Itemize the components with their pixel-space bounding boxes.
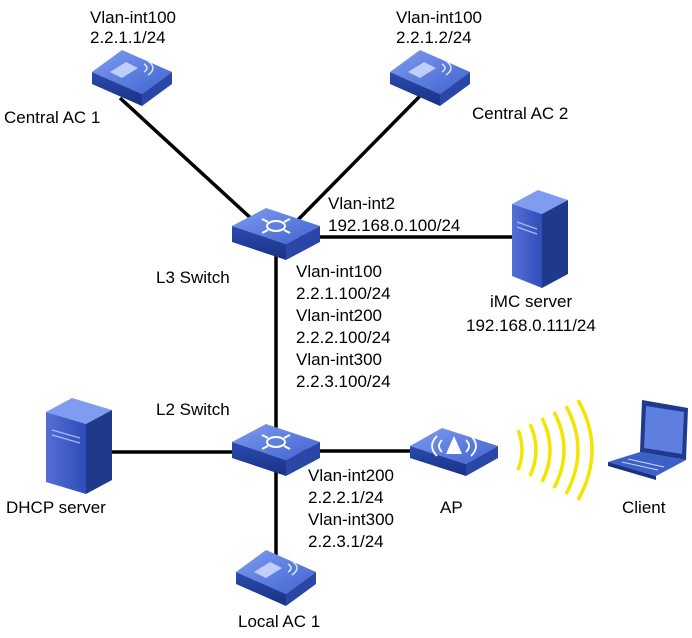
l3-switch-ip1: 2.2.1.100/24 [296,284,391,303]
wifi-waves-icon [516,399,594,501]
imc-server-ip: 192.168.0.111/24 [466,316,596,335]
central-ac2-name: Central AC 2 [472,104,569,123]
ap-icon [410,428,498,476]
local-ac1-iface1: Vlan-int200 [308,466,395,485]
link-ac2-l3switch [282,94,422,236]
local-ac1-iface2: Vlan-int300 [308,510,395,529]
l3-switch-icon [232,208,320,260]
l3-switch-ip3: 2.2.3.100/24 [296,372,391,391]
l3-switch-name: L3 Switch [156,268,230,287]
imc-server-name: iMC server [490,292,573,311]
l3-switch-iface1: Vlan-int100 [296,262,383,281]
dhcp-server-name: DHCP server [6,498,106,517]
central-ac1-iface: Vlan-int100 [90,8,177,27]
l2-switch-name: L2 Switch [156,400,230,419]
l3-switch-ip2: 2.2.2.100/24 [296,328,391,347]
local-ac1-name: Local AC 1 [238,612,321,631]
l3-switch-iface3: Vlan-int300 [296,350,383,369]
central-ac2-iface: Vlan-int100 [396,8,483,27]
imc-server-icon [512,190,568,288]
dhcp-server-icon [46,398,112,494]
l3-switch-iface2: Vlan-int200 [296,306,383,325]
l3-switch-ip-up: 192.168.0.100/24 [328,216,461,235]
central-ac2-ip: 2.2.1.2/24 [396,28,472,47]
central-ac1-icon [92,50,172,106]
laptop-icon [608,400,688,480]
local-ac1-icon [236,550,316,606]
local-ac1-ip2: 2.2.3.1/24 [308,532,384,551]
l3-switch-iface-up: Vlan-int2 [328,194,396,213]
central-ac1-ip: 2.2.1.1/24 [90,28,166,47]
ap-name: AP [440,498,463,517]
local-ac1-ip1: 2.2.2.1/24 [308,488,384,507]
l2-switch-icon [232,424,320,476]
central-ac2-icon [390,50,470,106]
central-ac1-name: Central AC 1 [4,108,101,127]
link-ac1-l3switch [118,96,270,236]
client-name: Client [622,498,666,517]
